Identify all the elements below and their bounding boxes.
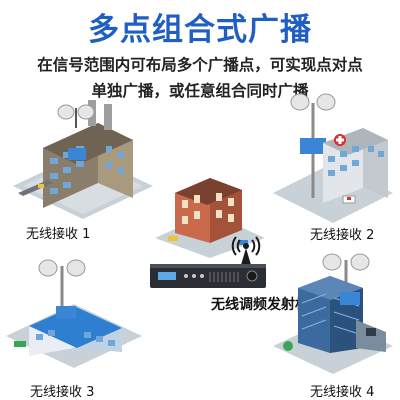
transmitter-label: 无线调频发射机 — [211, 297, 309, 313]
subtitle-line-1: 在信号范围内可布局多个广播点，可实现点对点 — [37, 56, 363, 74]
fm-transmitter-device — [150, 264, 266, 288]
receiver-3-label: 无线接收 3 — [30, 385, 95, 400]
receiver-2-label: 无线接收 2 — [310, 228, 375, 243]
page-title: 多点组合式广播 — [88, 12, 312, 48]
antenna-icon — [231, 236, 261, 265]
receiver-4-tower-illustration — [273, 253, 393, 374]
subtitle-line-2: 单独广播，或任意组合同时广播 — [91, 82, 309, 100]
receiver-4-label: 无线接收 4 — [310, 385, 375, 400]
receiver-3-school-illustration — [6, 259, 142, 368]
receiver-1-factory-illustration — [13, 100, 153, 219]
receiver-1-label: 无线接收 1 — [26, 227, 91, 242]
page-subtitle: 在信号范围内可布局多个广播点，可实现点对点 单独广播，或任意组合同时广播 — [20, 52, 380, 104]
receiver-2-hospital-illustration — [273, 93, 393, 223]
